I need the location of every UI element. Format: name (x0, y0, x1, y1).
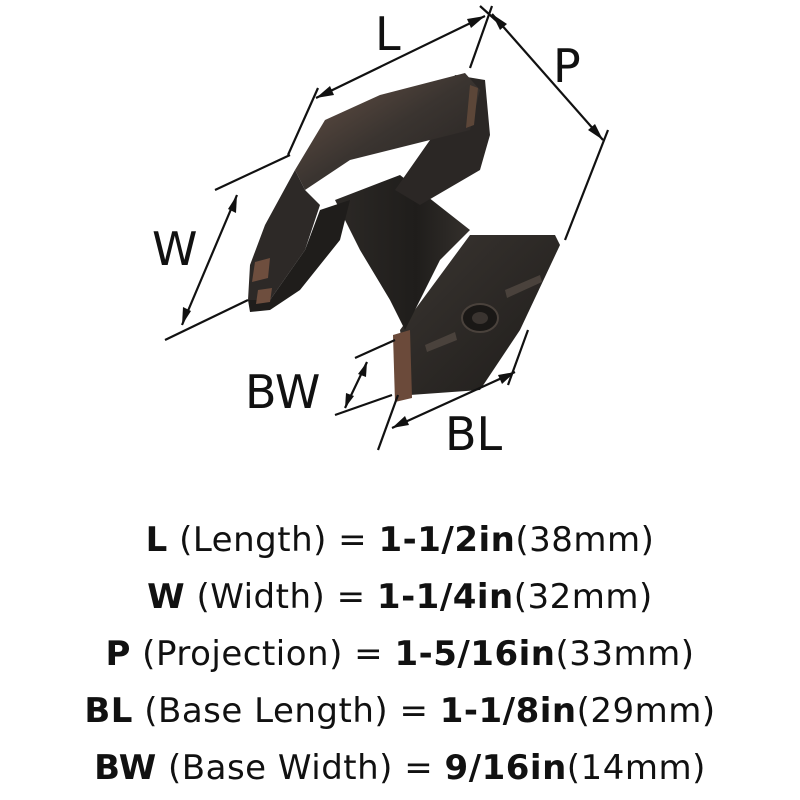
spec-abbr: W (147, 577, 186, 617)
spec-imperial: 1-1/4in (376, 577, 514, 617)
spec-name: (Base Length) = (132, 691, 440, 731)
spec-abbr: BW (94, 748, 157, 788)
spec-name: (Width) = (185, 577, 377, 617)
dimension-diagram: L P W BW BL (152, 5, 610, 461)
spec-width: W (Width) = 1-1/4in(32mm) (0, 569, 800, 626)
label-L: L (375, 7, 401, 61)
label-BL: BL (445, 407, 503, 461)
spec-projection: P (Projection) = 1-5/16in(33mm) (0, 626, 800, 683)
label-P: P (553, 39, 581, 93)
spec-metric: (14mm) (566, 748, 706, 788)
spec-metric: (29mm) (576, 691, 716, 731)
dimension-lines (164, 5, 610, 451)
spec-base-width: BW (Base Width) = 9/16in(14mm) (0, 740, 800, 797)
spec-imperial: 1-5/16in (394, 634, 556, 674)
spec-abbr: L (145, 520, 168, 560)
spec-imperial: 9/16in (444, 748, 567, 788)
label-W: W (152, 222, 197, 276)
spec-abbr: BL (84, 691, 133, 731)
knob-image (248, 73, 560, 402)
spec-name: (Length) = (167, 520, 379, 560)
spec-metric: (38mm) (515, 520, 655, 560)
label-BW: BW (245, 365, 320, 419)
spec-abbr: P (105, 634, 131, 674)
spec-length: L (Length) = 1-1/2in(38mm) (0, 512, 800, 569)
spec-imperial: 1-1/8in (439, 691, 577, 731)
spec-base-length: BL (Base Length) = 1-1/8in(29mm) (0, 683, 800, 740)
spec-metric: (32mm) (513, 577, 653, 617)
spec-imperial: 1-1/2in (378, 520, 516, 560)
dimension-specs: L (Length) = 1-1/2in(38mm) W (Width) = 1… (0, 512, 800, 797)
spec-metric: (33mm) (555, 634, 695, 674)
spec-name: (Base Width) = (156, 748, 445, 788)
spec-name: (Projection) = (130, 634, 395, 674)
